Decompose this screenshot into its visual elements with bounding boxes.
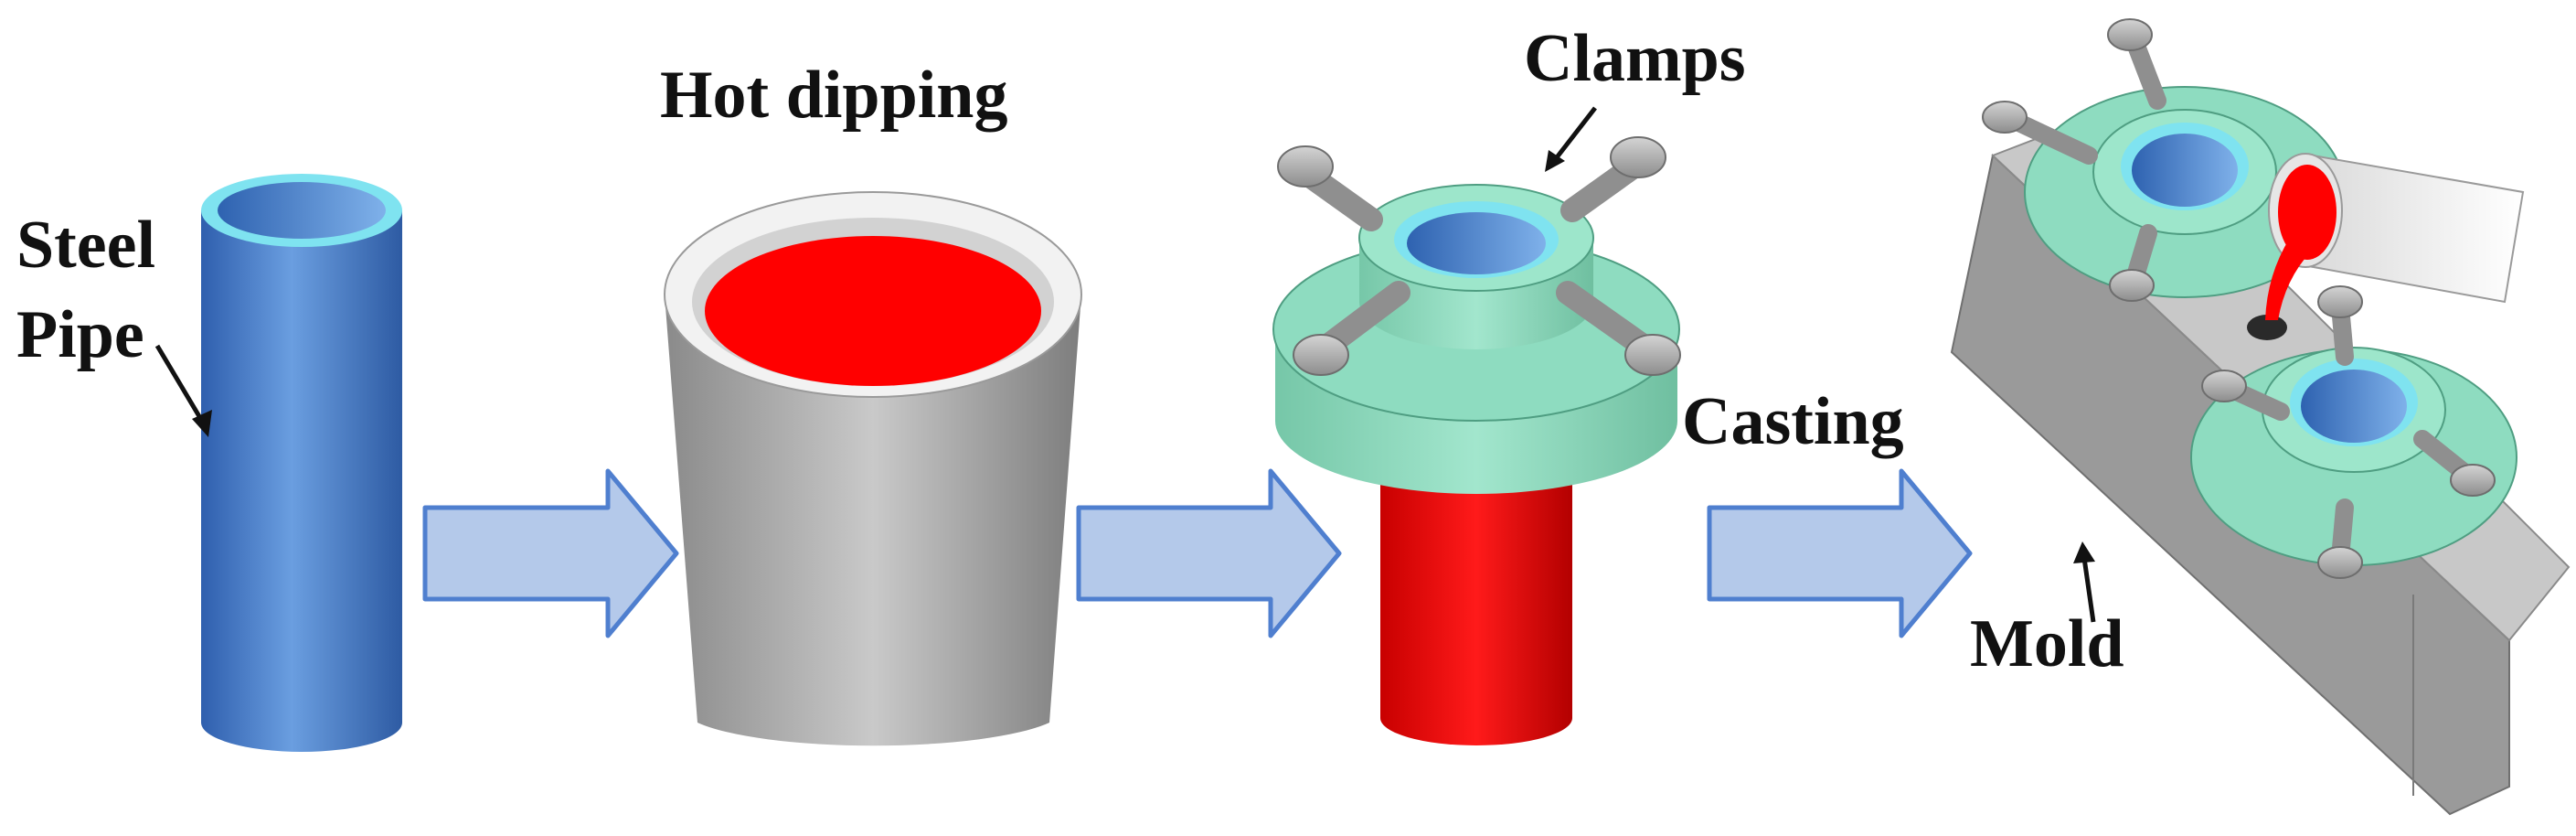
label-clamps: Clamps xyxy=(1524,21,1746,96)
mold-clamp-lower xyxy=(2190,285,2517,579)
hot-dipping-crucible xyxy=(664,191,1082,746)
clamp-bolt xyxy=(1277,145,1383,231)
pointer-arrow-icon xyxy=(1545,106,1597,172)
mold-clamp-upper xyxy=(1982,18,2346,302)
pointer-arrow-icon xyxy=(2073,541,2096,623)
right-arrow-icon xyxy=(1076,468,1342,638)
clamped-pipe xyxy=(1272,136,1681,745)
pouring-ladle xyxy=(2265,153,2525,320)
molten-metal xyxy=(705,236,1041,386)
pointer-arrow-icon xyxy=(154,344,212,437)
label-pipe: Pipe xyxy=(16,297,144,372)
right-arrow-icon xyxy=(1707,468,1973,638)
label-hot-dipping: Hot dipping xyxy=(660,58,1007,133)
clamp-bolt xyxy=(1556,281,1681,376)
right-arrow-icon xyxy=(422,468,679,638)
label-steel: Steel xyxy=(16,208,155,283)
clamp-bolt xyxy=(1293,281,1410,376)
label-mold: Mold xyxy=(1970,606,2124,681)
label-casting: Casting xyxy=(1682,384,1904,459)
steel-pipe xyxy=(201,174,402,752)
mold-assembly xyxy=(1950,18,2571,816)
clamp-bolt xyxy=(1560,136,1666,222)
